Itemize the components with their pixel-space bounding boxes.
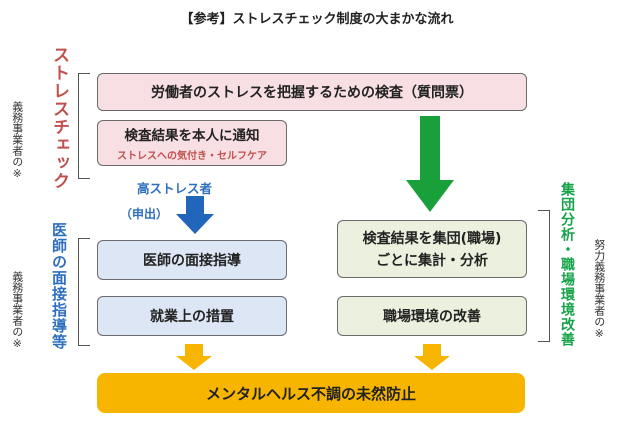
blue-arrow-icon [176, 196, 214, 234]
request-label: （申出） [120, 207, 169, 221]
doctor-guidance-label: 医師の面接指導等 [50, 222, 68, 350]
measures-text: 就業上の措置 [150, 309, 234, 325]
group-analysis-line-1: 検査結果を集団(職場) [362, 231, 502, 247]
survey-text: 労働者のストレスを把握するための検査（質問票） [151, 85, 473, 101]
survey-box: 労働者のストレスを把握するための検査（質問票） [97, 73, 527, 111]
measures-box: 就業上の措置 [97, 296, 287, 336]
note-line-1: 事業者の [10, 293, 24, 337]
yellow-arrow-right-icon [414, 344, 450, 370]
note-mark: ※ [10, 167, 24, 180]
note-effort-obligation: ※ 事業者の 努力義務 [592, 210, 606, 340]
page-title: 【参考】ストレスチェック制度の大まかな流れ [180, 12, 454, 27]
high-stress-label: 高ストレス者 [137, 181, 213, 196]
note-mark: ※ [592, 327, 606, 340]
bracket-doctor [78, 238, 90, 346]
note-line-1: 事業者の [10, 123, 24, 167]
note-line-2: 努力義務 [592, 239, 606, 283]
note-line-2: 義務 [10, 101, 24, 123]
group-analysis-box: 検査結果を集団(職場) ごとに集計・分析 [337, 220, 527, 278]
group-analysis-line-2: ごとに集計・分析 [376, 253, 488, 269]
bracket-stress-check [78, 73, 90, 179]
improvement-box: 職場環境の改善 [337, 296, 527, 336]
interview-text: 医師の面接指導 [143, 253, 241, 269]
prevention-text: メンタルヘルス不調の未然防止 [205, 384, 416, 403]
note-line-1: 事業者の [592, 283, 606, 327]
improvement-text: 職場環境の改善 [383, 309, 481, 325]
notify-box: 検査結果を本人に通知 ストレスへの気付き・セルフケア [97, 120, 287, 166]
notify-sub-text: ストレスへの気付き・セルフケア [117, 151, 267, 162]
stress-check-label: ストレスチェック [49, 46, 69, 190]
note-obligation-top: ※ 事業者の 義務 [10, 70, 24, 180]
green-arrow-icon [406, 116, 454, 212]
prevention-bar: メンタルヘルス不調の未然防止 [97, 373, 525, 413]
note-mark: ※ [10, 337, 24, 350]
bracket-group [538, 210, 550, 342]
yellow-arrow-left-icon [176, 344, 212, 370]
note-obligation-bottom: ※ 事業者の 義務 [10, 240, 24, 350]
group-analysis-label: 集団分析・職場環境改善 [559, 182, 575, 347]
interview-box: 医師の面接指導 [97, 240, 287, 280]
notify-main-text: 検査結果を本人に通知 [124, 128, 260, 144]
note-line-2: 義務 [10, 271, 24, 293]
